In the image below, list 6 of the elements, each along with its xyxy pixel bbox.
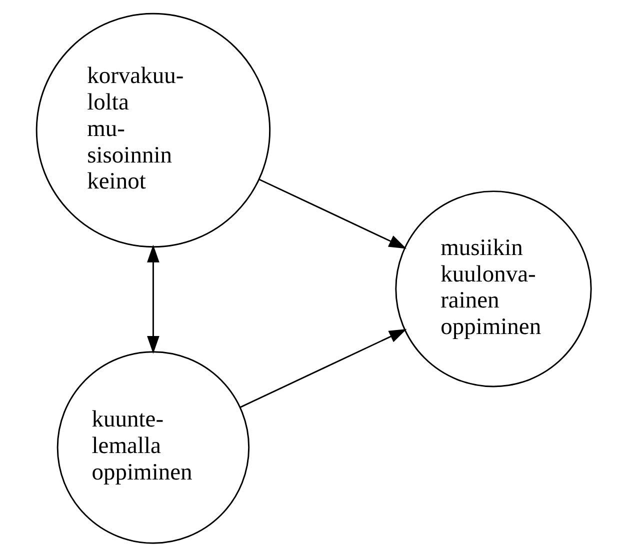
arrow: [147, 244, 160, 354]
node-circle: musiikin kuulonva- rainen oppiminen: [395, 190, 592, 388]
node-circle: korvakuu- lolta mu- sisoinnin keinot: [36, 12, 271, 248]
node-circle: kuunte- lemalla oppiminen: [56, 351, 250, 544]
arrow: [240, 328, 407, 408]
arrow: [258, 178, 407, 249]
